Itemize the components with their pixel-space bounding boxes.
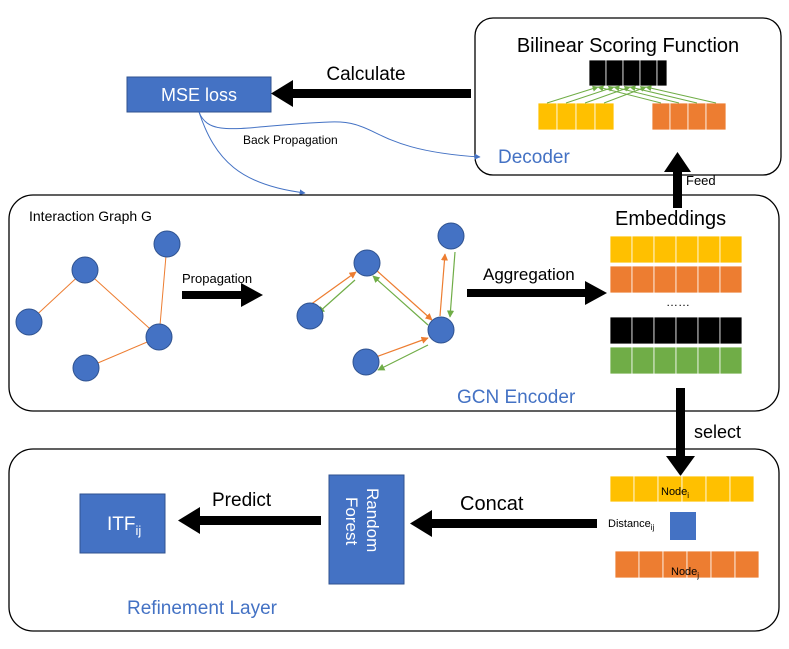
- itf-box: ITFij: [79, 493, 166, 554]
- node-j-label: Nodej: [671, 566, 699, 580]
- refinement-panel: [8, 448, 780, 632]
- feed-label: Feed: [686, 173, 716, 188]
- backprop-curve-to-decoder: [198, 111, 481, 160]
- propagation-arrow: [182, 283, 263, 307]
- aggregation-arrow: [467, 281, 607, 305]
- random-forest-box: Random Forest: [328, 474, 405, 585]
- random-forest-label-2: Forest: [342, 497, 361, 545]
- concat-label: Concat: [460, 493, 524, 515]
- random-forest-label-1: Random: [363, 488, 382, 552]
- propagated-graph-nodes: [296, 222, 465, 376]
- embedding-row-green: [609, 346, 743, 375]
- refinement-layer-label: Refinement Layer: [127, 598, 278, 619]
- decoder-source-vector: [537, 102, 615, 131]
- select-label: select: [694, 422, 741, 442]
- decoder-title: Bilinear Scoring Function: [517, 35, 739, 57]
- input-graph: [15, 230, 181, 382]
- decoder-label: Decoder: [498, 147, 570, 168]
- mse-loss-label: MSE loss: [161, 85, 237, 105]
- gcn-encoder-panel: [8, 194, 780, 412]
- aggregation-label: Aggregation: [483, 265, 575, 284]
- concat-arrow: [410, 510, 597, 537]
- node-i-vector: Nodei: [609, 475, 755, 503]
- decoder-relation-vector: [588, 59, 668, 87]
- calculate-label: Calculate: [326, 64, 405, 85]
- embedding-row-black: [609, 316, 743, 345]
- input-graph-nodes: [15, 230, 181, 382]
- itf-label: ITFij: [107, 514, 141, 538]
- mse-loss-box: MSE loss: [126, 76, 272, 113]
- calculate-arrow: [271, 80, 471, 107]
- propagation-label: Propagation: [182, 271, 252, 286]
- decoder-panel: Bilinear Scoring Function: [474, 17, 782, 176]
- embedding-row-yellow: [609, 235, 743, 264]
- embedding-row-orange: [609, 265, 743, 294]
- decoder-target-vector: [651, 102, 727, 131]
- embeddings-ellipsis: ……: [666, 295, 690, 309]
- graph-title: Interaction Graph G: [29, 208, 152, 224]
- backprop-label: Back Propagation: [243, 133, 338, 147]
- predict-arrow: [178, 507, 321, 534]
- backprop-curve-to-encoder: [198, 111, 306, 196]
- embeddings-title: Embeddings: [615, 208, 726, 230]
- predict-label: Predict: [212, 490, 272, 511]
- gcn-encoder-label: GCN Encoder: [457, 387, 576, 408]
- node-j-vector: Nodej: [614, 550, 760, 580]
- feed-arrow: [664, 152, 691, 208]
- decoder-connectors: [546, 85, 717, 104]
- input-graph-edges: [28, 243, 168, 369]
- distance-label: Distanceij: [608, 518, 655, 532]
- node-i-label: Nodei: [661, 486, 689, 500]
- distance-cell: [670, 512, 696, 540]
- embedding-matrix: ……: [609, 235, 743, 375]
- propagated-graph: [296, 222, 465, 376]
- select-arrow: [666, 388, 695, 476]
